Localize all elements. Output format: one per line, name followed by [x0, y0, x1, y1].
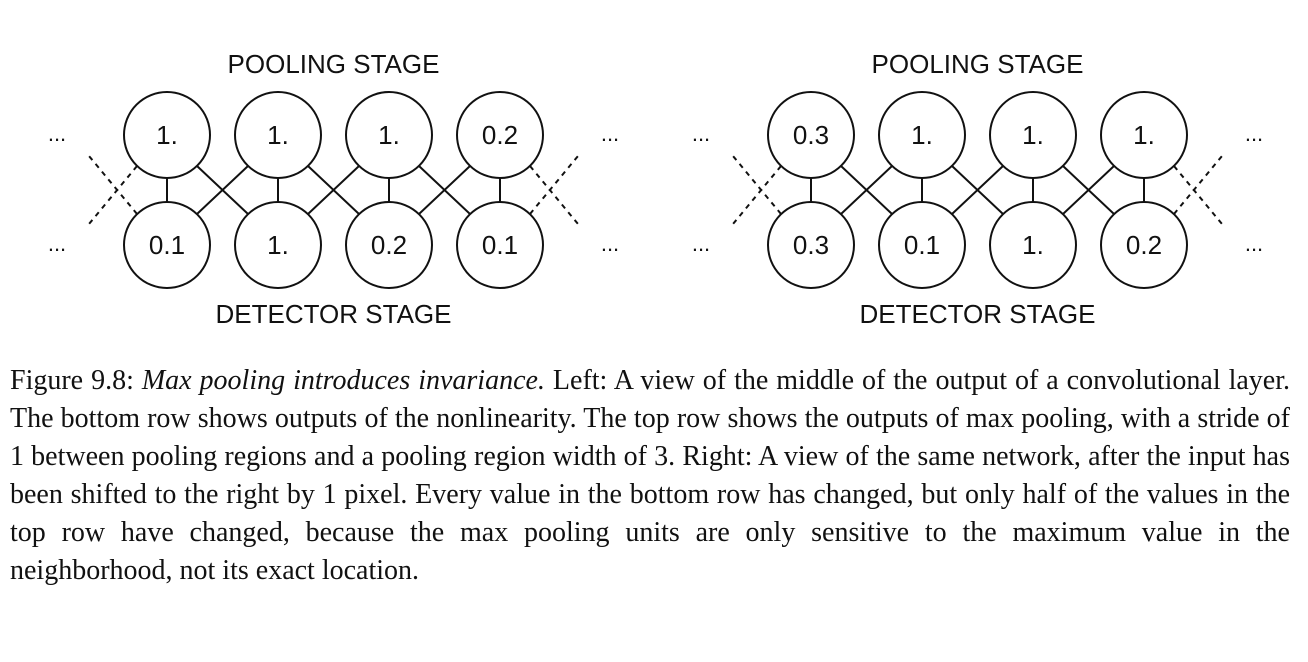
detector-unit-value: 0.2 — [1126, 230, 1162, 260]
pooling-unit — [345, 91, 433, 179]
detector-stage-label: DETECTOR STAGE — [860, 299, 1096, 329]
diagonal-connection — [1062, 165, 1115, 215]
detector-unit — [456, 201, 544, 289]
caption-label: Figure 9.8: — [10, 365, 134, 396]
detector-unit-value: 0.3 — [793, 230, 829, 260]
dashed-edge-connection — [1173, 155, 1223, 215]
ellipsis: ... — [48, 121, 66, 146]
dashed-edge-connection — [88, 165, 138, 225]
pooling-panel-1: POOLING STAGE DETECTOR STAGE 1. 1. 1. 0.2 0.1 1… — [48, 49, 619, 329]
detector-unit — [989, 201, 1077, 289]
pooling-unit-value: 1. — [911, 120, 933, 150]
detector-unit — [767, 201, 855, 289]
detector-unit — [878, 201, 966, 289]
dashed-edge-connection — [529, 155, 579, 215]
detector-stage-label: DETECTOR STAGE — [216, 299, 452, 329]
detector-unit-value: 0.1 — [482, 230, 518, 260]
diagonal-connection — [418, 165, 471, 215]
ellipsis: ... — [1245, 231, 1263, 256]
pooling-unit-value: 1. — [1022, 120, 1044, 150]
pooling-unit-value: 1. — [156, 120, 178, 150]
detector-unit-value: 0.1 — [149, 230, 185, 260]
pooling-unit — [989, 91, 1077, 179]
detector-unit — [123, 201, 211, 289]
pooling-unit-value: 1. — [267, 120, 289, 150]
pooling-unit — [878, 91, 966, 179]
pooling-stage-label: POOLING STAGE — [228, 49, 440, 79]
pooling-unit — [123, 91, 211, 179]
dashed-edge-connection — [529, 165, 579, 225]
ellipsis: ... — [601, 121, 619, 146]
pooling-unit — [1100, 91, 1188, 179]
ellipsis: ... — [692, 121, 710, 146]
detector-unit — [1100, 201, 1188, 289]
pooling-panel-2: POOLING STAGE DETECTOR STAGE 0.3 1. 1. 1. 0.3 0… — [692, 49, 1263, 329]
pooling-unit — [767, 91, 855, 179]
pooling-unit — [456, 91, 544, 179]
caption-title: Max pooling introduces invariance. — [141, 365, 545, 396]
ellipsis: ... — [1245, 121, 1263, 146]
pooling-unit-value: 0.3 — [793, 120, 829, 150]
ellipsis: ... — [601, 231, 619, 256]
detector-unit — [345, 201, 433, 289]
diagonal-connection — [951, 165, 1004, 215]
detector-unit-value: 0.2 — [371, 230, 407, 260]
pooling-figure: POOLING STAGE DETECTOR STAGE 1. 1. 1. 0.2 0.1 1… — [48, 49, 1263, 329]
dashed-edge-connection — [88, 155, 138, 215]
pooling-unit — [234, 91, 322, 179]
pooling-diagram: POOLING STAGE DETECTOR STAGE 1. 1. 1. 0.2 0.1 1… — [48, 49, 1263, 329]
figure-caption: Figure 9.8: Max pooling introduces invar… — [10, 362, 1290, 590]
detector-unit-value: 1. — [267, 230, 289, 260]
pooling-unit-value: 1. — [378, 120, 400, 150]
dashed-edge-connection — [1173, 165, 1223, 225]
detector-unit — [234, 201, 322, 289]
detector-unit-value: 0.1 — [904, 230, 940, 260]
pooling-unit-value: 1. — [1133, 120, 1155, 150]
detector-unit-value: 1. — [1022, 230, 1044, 260]
diagonal-connection — [307, 165, 360, 215]
ellipsis: ... — [692, 231, 710, 256]
dashed-edge-connection — [732, 155, 782, 215]
caption-text: Left: A view of the middle of the output… — [10, 365, 1291, 586]
ellipsis: ... — [48, 231, 66, 256]
dashed-edge-connection — [732, 165, 782, 225]
pooling-stage-label: POOLING STAGE — [872, 49, 1084, 79]
diagonal-connection — [840, 165, 893, 215]
diagonal-connection — [196, 165, 249, 215]
pooling-unit-value: 0.2 — [482, 120, 518, 150]
